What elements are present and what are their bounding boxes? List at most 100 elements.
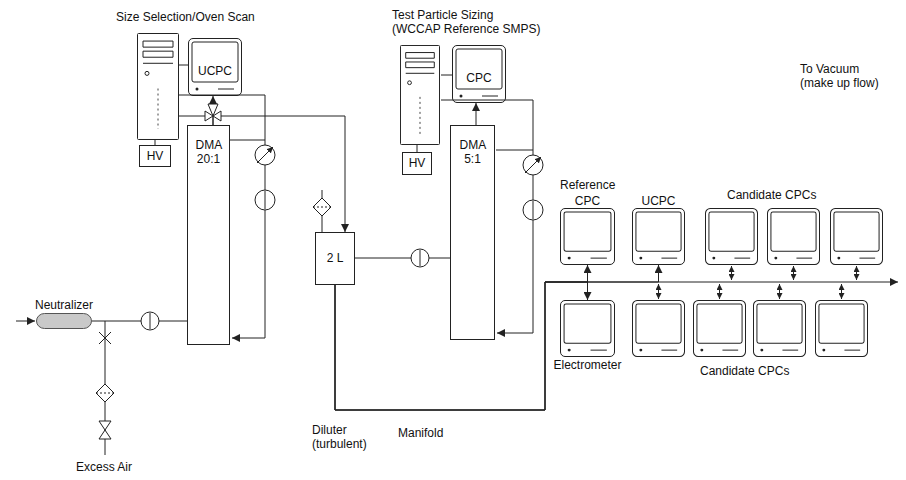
sheath-loop (496, 150, 533, 333)
gauge-symbol (255, 145, 275, 165)
inlet-arrow (16, 321, 35, 322)
electrometer: Electrometer (560, 300, 615, 357)
monitor-screen (192, 42, 681, 352)
filter-symbol (96, 190, 331, 402)
gauge-symbol (257, 147, 273, 163)
manifold-tap (731, 266, 732, 280)
flow-line (213, 116, 345, 232)
flow-line (335, 282, 588, 410)
flowmeter-symbol (141, 312, 159, 330)
filter-symbol (96, 384, 114, 402)
candidate-monitor (753, 300, 805, 356)
monitor: CPC (452, 45, 506, 103)
manifold-tap (719, 284, 720, 299)
hv-supply: HV (402, 152, 432, 175)
flowmeter-symbol (411, 249, 429, 267)
signal-wire (417, 145, 418, 152)
node-text: DMA 20:1 (195, 138, 221, 167)
signal-wire (179, 116, 205, 117)
node-text: CPC (453, 71, 505, 85)
part-label: Diluter (turbulent) (312, 423, 384, 452)
computer-tower (138, 34, 440, 145)
group-label: Reference (560, 178, 615, 192)
manifold-tap (793, 266, 794, 280)
signal-wire (179, 65, 188, 66)
section-title: Size Selection/Oven Scan (116, 10, 255, 24)
manifold-line (545, 282, 898, 283)
node-text: Electrometer (553, 358, 621, 372)
gauge-symbol (523, 155, 543, 175)
hv-supply: HV (139, 145, 171, 167)
manifold-line (545, 282, 898, 283)
node-text: HV (140, 149, 170, 163)
filter-symbol (313, 207, 331, 208)
candidate-monitor (705, 208, 757, 264)
flowmeter-symbol (255, 190, 275, 210)
filter-symbol (313, 198, 331, 216)
inlet-arrow (16, 321, 35, 322)
three-way-valve (205, 104, 221, 121)
node-text: UCPC (641, 194, 675, 208)
flow-note: Excess Air (76, 460, 132, 474)
neutralizer-shape (37, 314, 92, 329)
group-label: Candidate CPCs (727, 188, 816, 202)
flow-line (92, 321, 187, 322)
flowmeter-symbol (523, 200, 543, 220)
flowmeter-symbol (265, 191, 266, 209)
manifold-tap (856, 266, 857, 280)
flow-line (476, 103, 477, 125)
flow-line (335, 265, 588, 410)
node-text: UCPC (189, 64, 241, 78)
filter-symbol (96, 393, 114, 394)
flow-line (355, 258, 450, 259)
candidate-monitor (815, 300, 867, 356)
monitor: UCPC (188, 38, 242, 96)
flowmeter-symbol (141, 190, 543, 330)
flow-line (335, 265, 659, 410)
candidate-monitor (632, 300, 684, 356)
diluter: 2 L (315, 232, 355, 285)
flowmeter-symbol (420, 250, 421, 266)
flow-note: To Vacuum (make up flow) (800, 62, 892, 91)
node-text: CPC (575, 194, 600, 208)
candidate-monitor (693, 300, 745, 356)
reference-instrument: CPC (560, 208, 615, 265)
dma-column: DMA 5:1 (450, 125, 495, 340)
part-label: Manifold (398, 426, 443, 440)
neutralizer-shape (36, 313, 92, 329)
node-text: Neutralizer (35, 298, 93, 312)
sheath-loop (230, 140, 533, 338)
gauge-symbol (525, 157, 541, 173)
shutoff-valve (99, 421, 111, 430)
gauge-symbol (255, 145, 543, 175)
three-way-valve (208, 104, 218, 116)
needle-valve (99, 332, 111, 344)
computer-tower (400, 45, 439, 144)
node-text: HV (403, 156, 431, 170)
manifold-tap (659, 266, 857, 299)
monitor-screen (636, 212, 681, 260)
needle-valve (99, 332, 111, 344)
flowmeter-symbol (533, 201, 534, 219)
computer-tower (138, 34, 179, 140)
dma-column: DMA 20:1 (187, 125, 230, 345)
shutoff-valve (99, 430, 111, 439)
node-text: 2 L (316, 251, 354, 265)
monitor-screen (564, 212, 611, 260)
section-title: Test Particle Sizing (WCCAP Reference SM… (392, 8, 544, 37)
sheath-loop (230, 140, 265, 338)
filter-symbol (322, 190, 323, 198)
candidate-monitor (767, 208, 819, 264)
reference-instrument: UCPC (632, 208, 685, 265)
shutoff-valve (99, 421, 111, 439)
candidate-monitor (830, 208, 882, 264)
filter-symbol (322, 216, 323, 232)
signal-wire (441, 75, 452, 76)
monitor-screen (564, 304, 611, 352)
signal-wire (179, 95, 265, 140)
manifold-tap (658, 284, 659, 299)
neutralizer: Neutralizer (36, 313, 92, 329)
group-label: Candidate CPCs (700, 364, 789, 378)
node-text: DMA 5:1 (459, 138, 485, 167)
